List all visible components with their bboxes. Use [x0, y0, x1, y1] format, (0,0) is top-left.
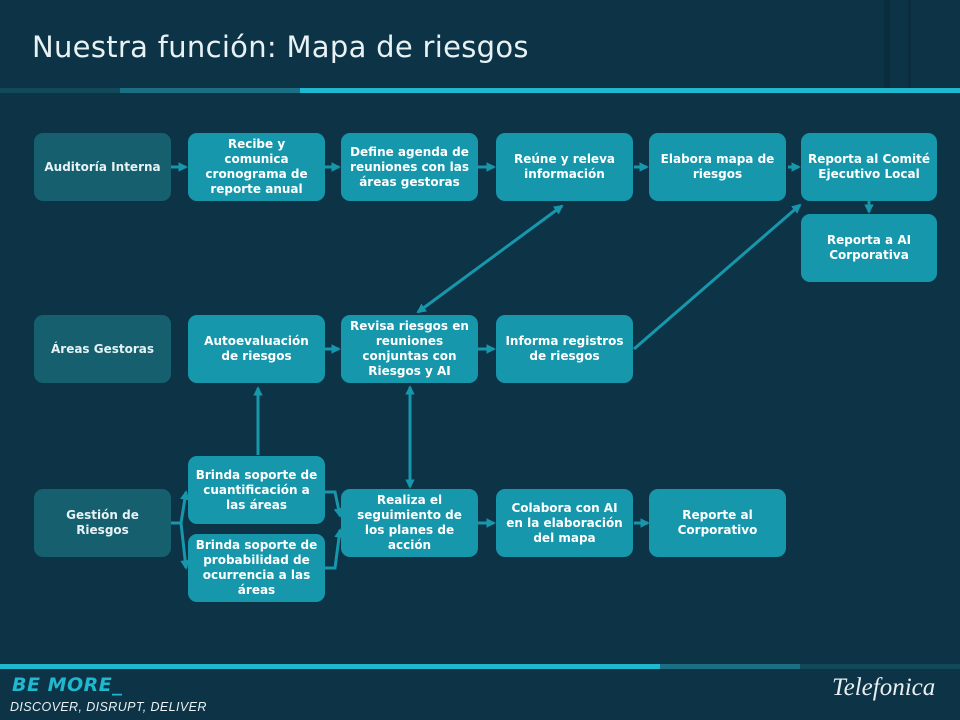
- footer-bar: [660, 664, 800, 669]
- decor-line: [908, 0, 911, 90]
- header-bar: [0, 88, 120, 93]
- page-title: Nuestra función: Mapa de riesgos: [32, 30, 529, 64]
- arrow: [633, 203, 802, 351]
- arrow: [325, 528, 344, 570]
- brand-tagline: DISCOVER, DISRUPT, DELIVER: [10, 700, 207, 714]
- step-recibe-cronograma: Recibe y comunica cronograma de reporte …: [188, 133, 325, 201]
- actor-gestion-riesgos: Gestión de Riesgos: [34, 489, 171, 557]
- actor-auditoria-interna: Auditoría Interna: [34, 133, 171, 201]
- step-soporte-cuantificacion: Brinda soporte de cuantificación a las á…: [188, 456, 325, 524]
- step-reporte-corporativo: Reporte al Corporativo: [649, 489, 786, 557]
- step-elabora-mapa: Elabora mapa de riesgos: [649, 133, 786, 201]
- step-reporta-ai-corporativa: Reporta a AI Corporativa: [801, 214, 937, 282]
- step-realiza-seguimiento: Realiza el seguimiento de los planes de …: [341, 489, 478, 557]
- step-soporte-probabilidad: Brinda soporte de probabilidad de ocurre…: [188, 534, 325, 602]
- step-revisa-riesgos: Revisa riesgos en reuniones conjuntas co…: [341, 315, 478, 383]
- arrow: [325, 490, 344, 518]
- arrow: [171, 521, 190, 570]
- decor-line: [884, 0, 890, 90]
- footer-bar: [800, 664, 960, 669]
- step-informa-registros: Informa registros de riesgos: [496, 315, 633, 383]
- brand-slogan: BE MORE_: [12, 674, 123, 696]
- step-reune-releva: Reúne y releva información: [496, 133, 633, 201]
- arrow: [171, 490, 190, 525]
- header-bar: [120, 88, 300, 93]
- header-bar: [300, 88, 960, 93]
- arrow: [416, 204, 564, 314]
- step-define-agenda: Define agenda de reuniones con las áreas…: [341, 133, 478, 201]
- step-autoevaluacion: Autoevaluación de riesgos: [188, 315, 325, 383]
- footer-bar: [0, 664, 660, 669]
- actor-areas-gestoras: Áreas Gestoras: [34, 315, 171, 383]
- step-colabora-ai: Colabora con AI en la elaboración del ma…: [496, 489, 633, 557]
- telefonica-logo: Telefonica: [832, 674, 936, 701]
- step-reporta-comite: Reporta al Comité Ejecutivo Local: [801, 133, 937, 201]
